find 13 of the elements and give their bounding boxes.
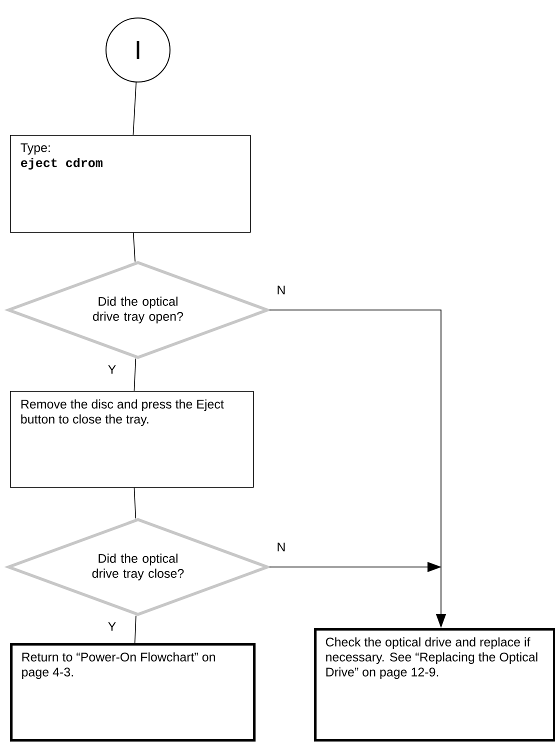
edge-label: N [276, 284, 287, 296]
connector [134, 358, 136, 392]
process-box: Check the optical drive and replace if necessary. See “Replacing the Optical Drive” on page 12-9. [314, 628, 555, 742]
connector [134, 487, 136, 519]
edge-label: Y [106, 364, 118, 375]
process-box: Remove the disc and press the Eject button to close the tray. [10, 391, 254, 488]
process-box: Return to “Power-On Flowchart” on page 4-3. [10, 643, 256, 742]
edge-label: Y [106, 621, 118, 632]
edge-label: N [276, 542, 287, 552]
connector [132, 82, 137, 136]
process-box: Type: eject cdrom [10, 135, 251, 233]
connector [134, 615, 136, 644]
connector [132, 232, 136, 262]
